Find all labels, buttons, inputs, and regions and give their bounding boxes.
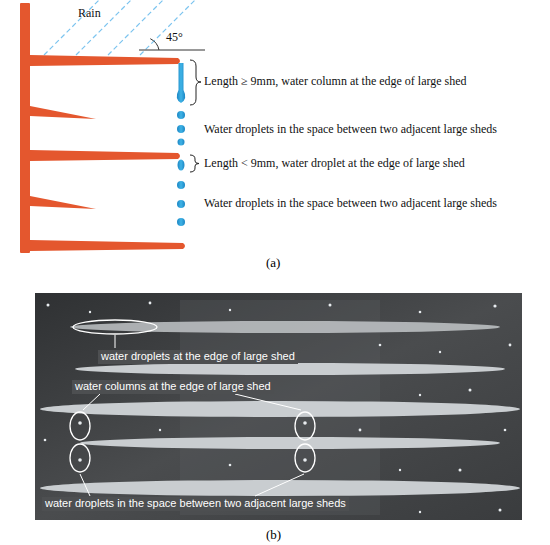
photo-annotation: water droplets at the edge of large shed	[98, 350, 298, 364]
photo-sheds	[40, 321, 520, 496]
rain-label: Rain	[78, 6, 101, 21]
insulator	[20, 3, 185, 253]
subfigure-label: (a)	[266, 255, 280, 271]
rain-lines	[44, 0, 195, 55]
photo-droplets	[44, 302, 512, 514]
photo-annotation: water droplets in the space between two …	[42, 497, 349, 511]
annotation: Water droplets in the space between two …	[204, 122, 497, 137]
water	[177, 63, 186, 226]
bracket	[190, 60, 201, 172]
photo-annotation: water columns at the edge of large shed	[72, 380, 274, 394]
subfigure-label: (b)	[266, 527, 281, 543]
angle-label: 45°	[166, 30, 183, 45]
photo	[35, 293, 522, 520]
angle-baseline	[139, 50, 205, 51]
leader-line	[80, 335, 304, 496]
angle-arc	[150, 39, 159, 50]
annotation: Water droplets in the space between two …	[204, 196, 497, 211]
highlight-ellipse	[70, 320, 315, 472]
annotation: Length ≥ 9mm, water column at the edge o…	[204, 74, 467, 89]
annotation: Length < 9mm, water droplet at the edge …	[204, 156, 465, 171]
